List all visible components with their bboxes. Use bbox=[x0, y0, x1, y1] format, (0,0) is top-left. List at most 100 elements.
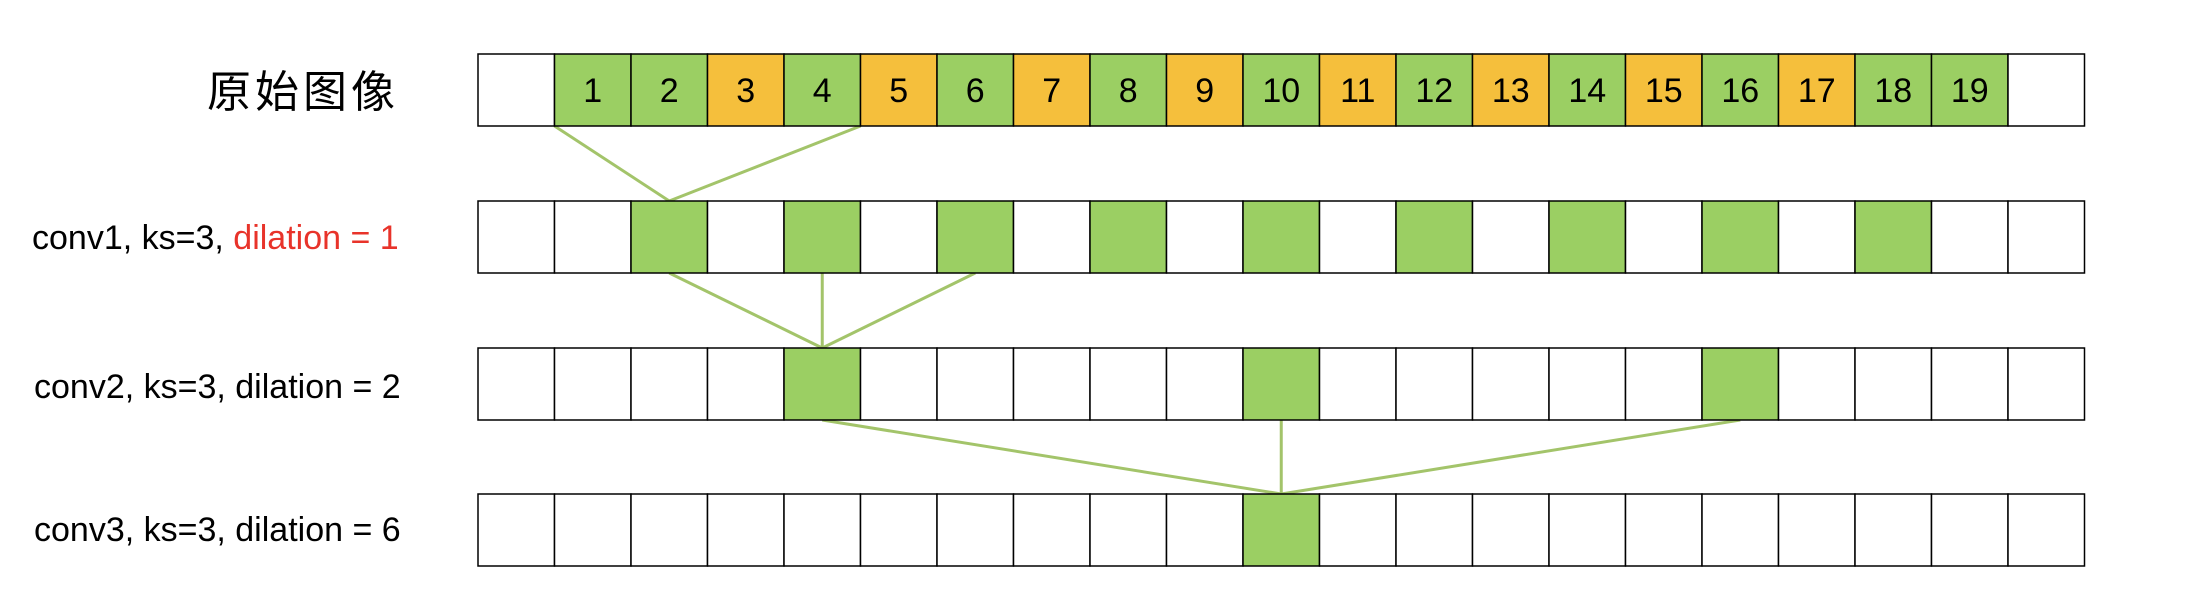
row1-cell-18-box bbox=[1854, 200, 1933, 274]
row3-cell-9 bbox=[1165, 493, 1244, 567]
row2-cell-11-box bbox=[1318, 347, 1397, 421]
row0-cell-12: 12 bbox=[1395, 53, 1474, 127]
row1-cell-12 bbox=[1395, 200, 1474, 274]
row1-cell-17-box bbox=[1777, 200, 1856, 274]
row0-cell-2: 2 bbox=[630, 53, 709, 127]
row1-cell-16-box bbox=[1701, 200, 1780, 274]
row2-cell-9-box bbox=[1165, 347, 1244, 421]
row1-cell-12-box bbox=[1395, 200, 1474, 274]
row2-cell-10-box bbox=[1242, 347, 1321, 421]
row2-cell-17 bbox=[1777, 347, 1856, 421]
cell-number-5: 5 bbox=[889, 72, 908, 110]
row2-cell-0-box bbox=[477, 347, 556, 421]
row2-cell-2 bbox=[630, 347, 709, 421]
row3-cell-14 bbox=[1548, 493, 1627, 567]
row1-cell-19 bbox=[1930, 200, 2009, 274]
row2-cell-8-box bbox=[1089, 347, 1168, 421]
row2-cell-12-box bbox=[1395, 347, 1474, 421]
row0-cell-9-box bbox=[1165, 53, 1244, 127]
row1-cell-9 bbox=[1165, 200, 1244, 274]
row0-cell-8: 8 bbox=[1089, 53, 1168, 127]
row2-cell-20 bbox=[2007, 347, 2086, 421]
row0-cell-1-box bbox=[553, 53, 632, 127]
row2-cell-0 bbox=[477, 347, 556, 421]
row0-cell-6-box bbox=[936, 53, 1015, 127]
row0-cell-3-box bbox=[706, 53, 785, 127]
row0-cell-10-box bbox=[1242, 53, 1321, 127]
row0-cell-7: 7 bbox=[1012, 53, 1091, 127]
cell-number-3: 3 bbox=[736, 72, 755, 110]
row1-cell-6-box bbox=[936, 200, 1015, 274]
row2-cell-8 bbox=[1089, 347, 1168, 421]
cell-number-14: 14 bbox=[1568, 72, 1606, 110]
row2-cell-14 bbox=[1548, 347, 1627, 421]
row1-cell-14-box bbox=[1548, 200, 1627, 274]
row1-cell-18 bbox=[1854, 200, 1933, 274]
row2-cell-4 bbox=[783, 347, 862, 421]
row2-cell-6 bbox=[936, 347, 1015, 421]
cell-number-12: 12 bbox=[1415, 72, 1453, 110]
row1-cell-15 bbox=[1624, 200, 1703, 274]
row1-cell-4 bbox=[783, 200, 862, 274]
cell-number-18: 18 bbox=[1874, 72, 1912, 110]
row1-cell-3 bbox=[706, 200, 785, 274]
cell-number-17: 17 bbox=[1798, 72, 1836, 110]
row1-cell-14 bbox=[1548, 200, 1627, 274]
row3-cell-18 bbox=[1854, 493, 1933, 567]
row2-cell-18-box bbox=[1854, 347, 1933, 421]
row2-cell-5-box bbox=[859, 347, 938, 421]
row2-cell-10 bbox=[1242, 347, 1321, 421]
row3-cell-14-box bbox=[1548, 493, 1627, 567]
row1-cell-16 bbox=[1701, 200, 1780, 274]
row2-cell-19-box bbox=[1930, 347, 2009, 421]
row3-cell-17-box bbox=[1777, 493, 1856, 567]
row1-cell-10-box bbox=[1242, 200, 1321, 274]
cell-number-11: 11 bbox=[1340, 72, 1375, 110]
connector-line-0-1 bbox=[668, 124, 862, 203]
row0-cell-5: 5 bbox=[859, 53, 938, 127]
row3-cell-11 bbox=[1318, 493, 1397, 567]
row3-cell-7 bbox=[1012, 493, 1091, 567]
row1-cell-10 bbox=[1242, 200, 1321, 274]
row3-cell-20 bbox=[2007, 493, 2086, 567]
row3-cell-20-box bbox=[2007, 493, 2086, 567]
row3-cell-3 bbox=[706, 493, 785, 567]
row0-cell-7-box bbox=[1012, 53, 1091, 127]
cell-number-4: 4 bbox=[813, 72, 832, 110]
row0-cell-10: 10 bbox=[1242, 53, 1321, 127]
row0-cell-18: 18 bbox=[1854, 53, 1933, 127]
row3-cell-7-box bbox=[1012, 493, 1091, 567]
connector-line-0-0 bbox=[553, 124, 671, 203]
row0-cell-17: 17 bbox=[1777, 53, 1856, 127]
row3-cell-19 bbox=[1930, 493, 2009, 567]
row0-cell-9: 9 bbox=[1165, 53, 1244, 127]
row2-cell-11 bbox=[1318, 347, 1397, 421]
row0-cell-8-box bbox=[1089, 53, 1168, 127]
row3-cell-0 bbox=[477, 493, 556, 567]
conv1-label: conv1, ks=3, dilation = 1 bbox=[32, 219, 399, 258]
row3-cell-17 bbox=[1777, 493, 1856, 567]
original-image-label: 原始图像 bbox=[207, 67, 399, 118]
row3-cell-8 bbox=[1089, 493, 1168, 567]
row0-cell-17-box bbox=[1777, 53, 1856, 127]
cell-number-9: 9 bbox=[1195, 72, 1214, 110]
row1-cell-5 bbox=[859, 200, 938, 274]
row0-cell-0 bbox=[477, 53, 556, 127]
row3-cell-19-box bbox=[1930, 493, 2009, 567]
row1-cell-20 bbox=[2007, 200, 2086, 274]
cell-number-7: 7 bbox=[1042, 72, 1061, 110]
row3-cell-6 bbox=[936, 493, 1015, 567]
row3-cell-2-box bbox=[630, 493, 709, 567]
conv2-label: conv2, ks=3, dilation = 2 bbox=[34, 368, 401, 407]
row2-cell-1-box bbox=[553, 347, 632, 421]
row3-cell-12-box bbox=[1395, 493, 1474, 567]
row0-cell-0-box bbox=[477, 53, 556, 127]
row2-cell-17-box bbox=[1777, 347, 1856, 421]
row1-cell-4-box bbox=[783, 200, 862, 274]
row3-cell-15 bbox=[1624, 493, 1703, 567]
row3-cell-18-box bbox=[1854, 493, 1933, 567]
row2-cell-3 bbox=[706, 347, 785, 421]
row2-cell-1 bbox=[553, 347, 632, 421]
